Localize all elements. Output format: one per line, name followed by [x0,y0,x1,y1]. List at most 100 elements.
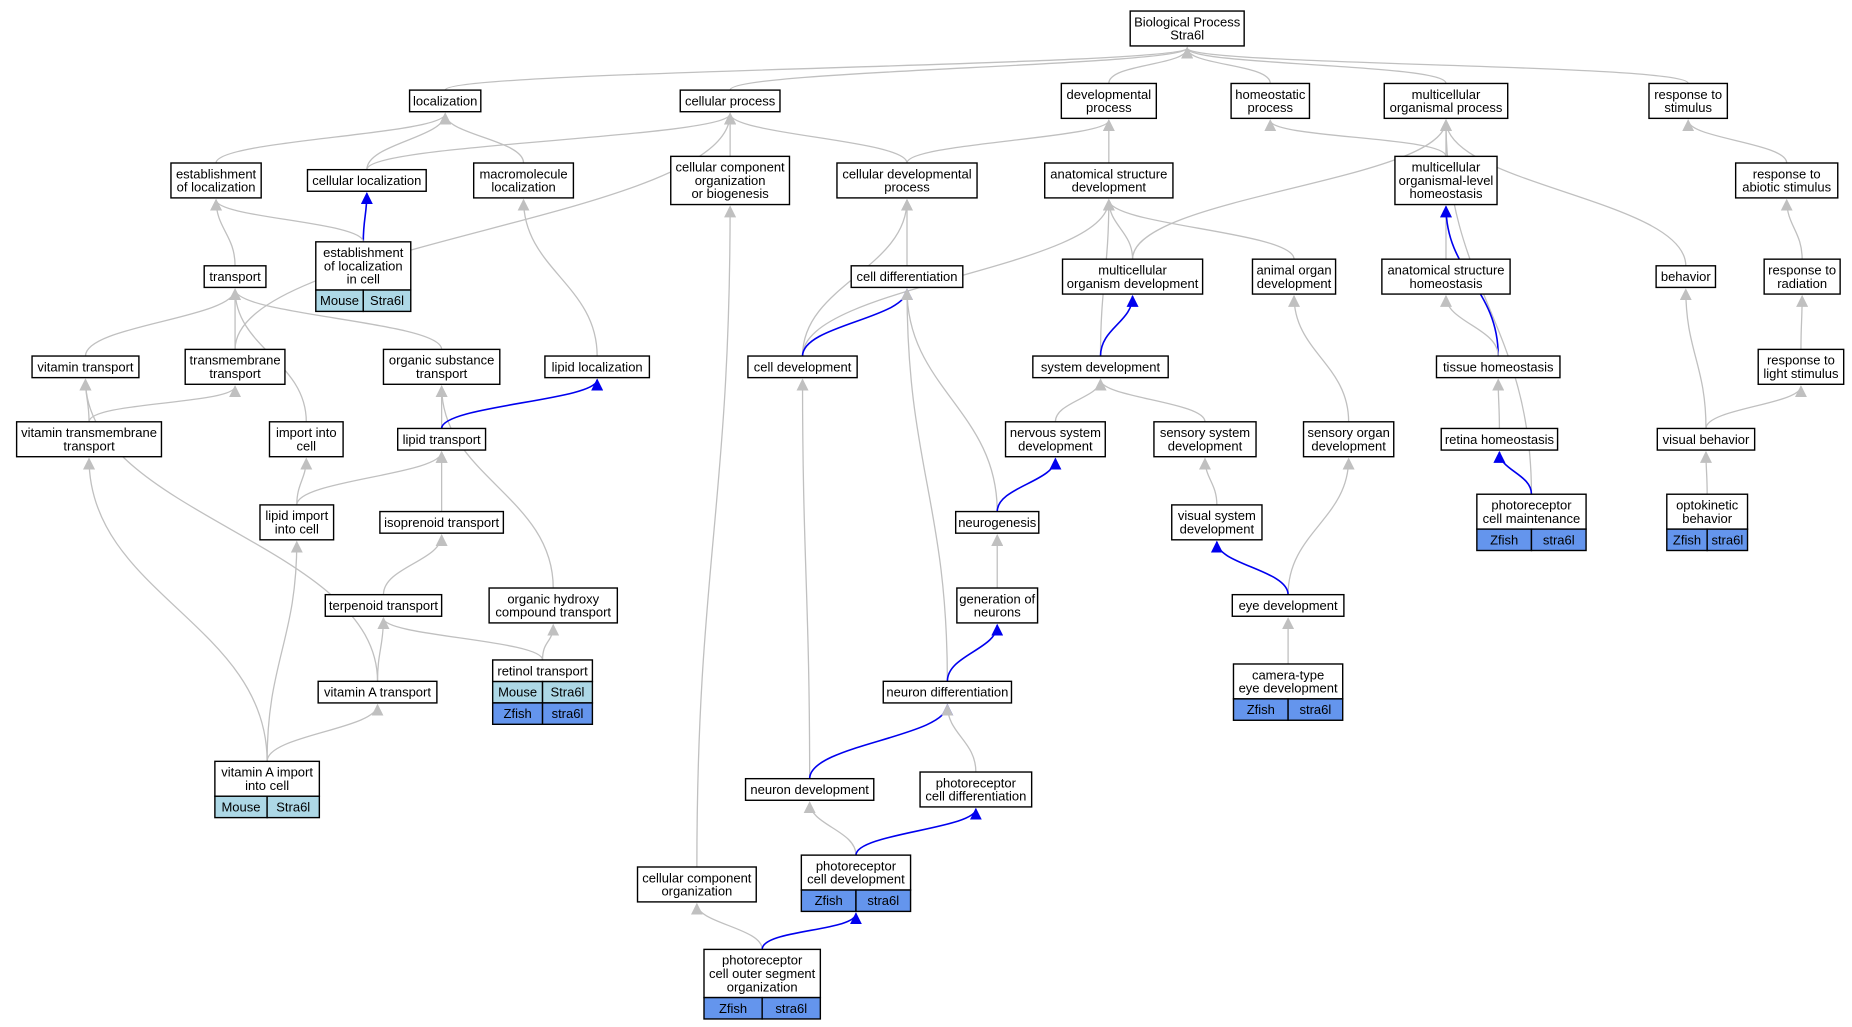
edge-transport-to-establishment_of_localization [210,198,236,266]
gene-label: stra6l [867,893,899,908]
node-cell-differentiation[interactable]: cell differentiation [850,265,964,289]
node-label-line: visual system [1178,508,1256,523]
node-label-line: cell differentiation [925,789,1026,804]
node-label-line: development [1168,438,1243,453]
node-cell-development[interactable]: cell development [747,355,858,379]
species-label: Zfish [815,893,843,908]
node-vitamin-transport[interactable]: vitamin transport [31,355,140,379]
edge-cellular_process-to-bp [729,46,1193,91]
node-visual-behavior[interactable]: visual behavior [1656,427,1756,451]
species-label: Mouse [320,293,359,308]
node-retina-homeostasis[interactable]: retina homeostasis [1440,427,1559,451]
node-eye-development[interactable]: eye development [1231,593,1345,617]
edge-neurogenesis-to-nervous_system_development [996,457,1062,512]
edge-cell_development-to-cell_differentiation [801,288,913,357]
species-label: Mouse [221,799,260,814]
node-box [214,760,321,797]
node-box [203,265,267,289]
edge-neuron_development-to-neuron_differentiation [808,703,954,779]
node-transport[interactable]: transport [203,265,267,289]
node-label-line: vitamin transmembrane [21,425,157,440]
edge-lipid_import_into_cell-to-import_into_cell [296,457,313,505]
edge-retina_homeostasis-to-tissue_homeostasis [1492,378,1505,429]
edge-establishment_of_localization_in_cell-to-cellular_localization [360,192,373,242]
node-box [306,168,427,192]
node-behavior[interactable]: behavior [1655,265,1717,289]
node-lipid-transport[interactable]: lipid transport [397,427,487,451]
edge-eye_development-to-sensory_organ_development [1287,457,1355,595]
node-label-line: in cell [347,272,380,287]
node-box [954,510,1040,534]
node-box [1440,427,1559,451]
node-isoprenoid-transport[interactable]: isoprenoid transport [379,510,505,534]
edge-photoreceptor_cell_maintenance-to-retina_homeostasis [1493,450,1533,495]
species-label: Zfish [504,706,532,721]
edge-optokinetic_behavior-to-visual_behavior [1699,450,1712,495]
node-terpenoid-transport[interactable]: terpenoid transport [324,593,443,617]
node-label-line: cell development [807,872,905,887]
edge-organic_substance_transport-to-transport [229,288,443,350]
node-label-line: organismal-level [1399,173,1494,188]
node-neuron-development[interactable]: neuron development [744,777,875,801]
node-label-line: into cell [245,778,289,793]
node-neurogenesis[interactable]: neurogenesis [954,510,1040,534]
edge-vitamin_a_import_into_cell-to-lipid_import_into_cell [266,540,303,762]
node-label-line: transport [209,366,261,381]
node-vitamin-a-transport[interactable]: vitamin A transport [317,680,438,704]
node-label-line: photoreceptor [936,775,1017,790]
node-label-line: macromolecule [479,166,567,181]
node-cellular-localization[interactable]: cellular localization [306,168,427,192]
node-lipid-localization[interactable]: lipid localization [544,355,651,379]
node-label-line: photoreceptor [722,953,803,968]
node-tissue-homeostasis[interactable]: tissue homeostasis [1435,355,1561,379]
gene-label: stra6l [1711,532,1743,547]
node-localization[interactable]: localization [408,89,482,113]
node-label-line: isoprenoid transport [384,515,499,530]
node-cellular-process[interactable]: cellular process [679,89,781,113]
node-system-development[interactable]: system development [1032,355,1169,379]
node-label-line: neurogenesis [958,515,1037,530]
node-label-line: photoreceptor [1491,498,1572,513]
node-neuron-differentiation[interactable]: neuron differentiation [882,680,1013,704]
edge-vitamin_transport-to-transport [84,288,242,357]
node-label-line: cell differentiation [857,269,958,284]
